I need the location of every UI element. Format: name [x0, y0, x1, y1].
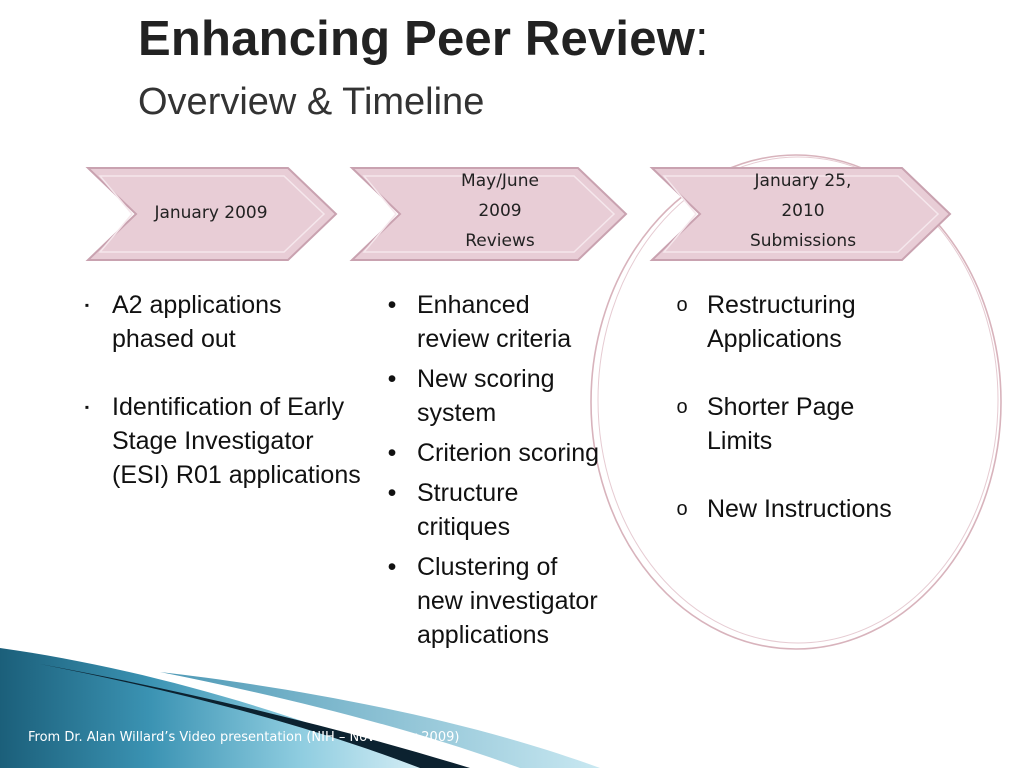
round-bullet-icon: • — [387, 291, 397, 319]
list-item: • Enhanced review criteria — [377, 288, 607, 356]
timeline-label-line: 2010 — [781, 201, 825, 221]
bullet-list: ▪ A2 applications phased out ▪ Identific… — [72, 288, 362, 492]
bottom-swoosh — [0, 648, 600, 768]
list-item: o Shorter Page Limits — [667, 390, 907, 458]
list-item: • Clustering of new investigator applica… — [377, 550, 607, 652]
timeline-label-1: January 2009 — [136, 198, 286, 228]
title-text: Enhancing Peer Review — [138, 12, 696, 66]
timeline-label-line: May/June — [461, 171, 539, 191]
round-bullet-icon: • — [387, 479, 397, 507]
timeline-label-line: Reviews — [465, 231, 535, 251]
timeline-arrow-3 — [649, 167, 952, 261]
list-item-text: A2 applications phased out — [112, 291, 282, 353]
timeline-label-line: January 25, — [754, 171, 852, 191]
timeline-label-3: January 25, 2010 Submissions — [718, 166, 888, 256]
timeline-label-line: Submissions — [749, 231, 857, 251]
round-bullet-icon: • — [387, 439, 397, 467]
circle-bullet-icon: o — [676, 294, 688, 316]
column-reviews: • Enhanced review criteria • New scoring… — [377, 288, 607, 658]
slide-subtitle: Overview & Timeline — [138, 81, 485, 123]
timeline-arrow-1 — [85, 167, 338, 261]
list-item-text: Identification of Early Stage Investigat… — [112, 393, 361, 489]
circle-bullet-icon: o — [676, 396, 688, 418]
list-item-text: Criterion scoring — [417, 439, 600, 467]
list-item: • Criterion scoring — [377, 436, 607, 470]
timeline-arrow-2 — [349, 167, 628, 261]
slide-title: Enhancing Peer Review: — [138, 12, 709, 66]
list-item-text: Shorter Page Limits — [707, 393, 855, 455]
column-submissions: o Restructuring Applications o Shorter P… — [667, 288, 907, 560]
timeline-label-line: 2009 — [478, 201, 522, 221]
bullet-list: • Enhanced review criteria • New scoring… — [377, 288, 607, 652]
list-item-text: Clustering of new investigator applicati… — [417, 553, 598, 649]
list-item: o Restructuring Applications — [667, 288, 907, 356]
list-item: ▪ A2 applications phased out — [72, 288, 362, 356]
timeline-label-2: May/June 2009 Reviews — [420, 166, 580, 256]
list-item: • New scoring system — [377, 362, 607, 430]
timeline-label-line: January 2009 — [154, 203, 268, 223]
list-item: o New Instructions — [667, 492, 907, 526]
list-item-text: New Instructions — [707, 495, 892, 523]
list-item-text: Enhanced review criteria — [417, 291, 572, 353]
list-item-text: Structure critiques — [417, 479, 519, 541]
list-item-text: Restructuring Applications — [707, 291, 856, 353]
list-item: • Structure critiques — [377, 476, 607, 544]
title-colon: : — [695, 12, 709, 66]
circle-bullet-icon: o — [676, 498, 688, 520]
square-bullet-icon: ▪ — [84, 298, 90, 312]
bullet-list: o Restructuring Applications o Shorter P… — [667, 288, 907, 526]
round-bullet-icon: • — [387, 553, 397, 581]
square-bullet-icon: ▪ — [84, 400, 90, 414]
highlight-circle — [590, 154, 1002, 650]
round-bullet-icon: • — [387, 365, 397, 393]
source-footnote: From Dr. Alan Willard’s Video presentati… — [28, 730, 460, 745]
list-item-text: New scoring system — [417, 365, 555, 427]
list-item: ▪ Identification of Early Stage Investig… — [72, 390, 362, 492]
column-2009: ▪ A2 applications phased out ▪ Identific… — [72, 288, 362, 526]
